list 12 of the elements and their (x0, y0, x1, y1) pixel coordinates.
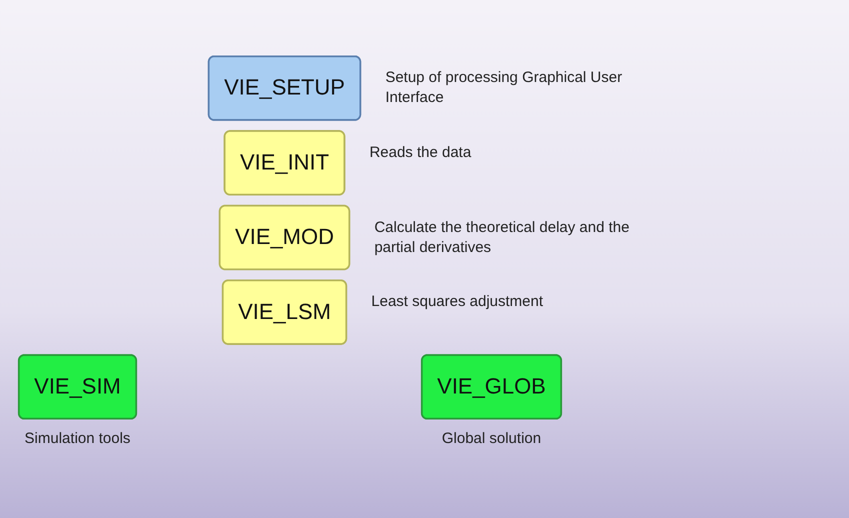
process-box: VIE_LSM (222, 280, 348, 345)
node-caption: Simulation tools (24, 428, 132, 449)
process-box: VIE_INIT (224, 130, 346, 196)
process-box: VIE_MOD (218, 204, 350, 270)
node-caption: Reads the data (369, 142, 472, 163)
node-caption: Calculate the theoretical delay and the partial derivatives (374, 218, 630, 258)
node-caption: Setup of processing Graphical User Interface (385, 68, 624, 108)
node-caption: Least squares adjustment (371, 292, 544, 312)
node-caption: Global solution (440, 428, 542, 449)
process-box: VIE_SETUP (208, 55, 362, 121)
process-box: VIE_GLOB (420, 354, 562, 420)
process-box: VIE_SIM (18, 354, 138, 420)
